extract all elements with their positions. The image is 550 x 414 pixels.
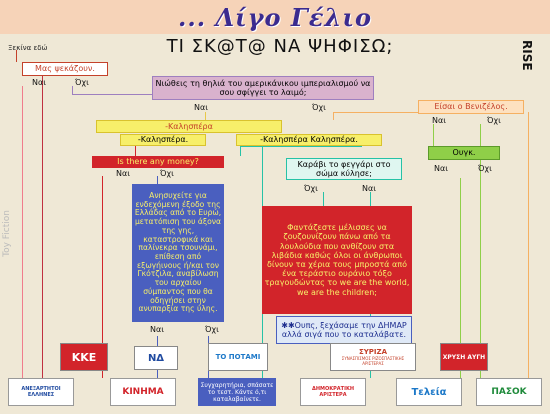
question-box-ugh: Ουγκ. — [428, 146, 500, 160]
question-box-imperialism: Νιώθεις τη θηλιά του αμερικάνικου ιμπερι… — [152, 76, 374, 100]
banner-text: ... Λίγο Γέλιο — [178, 2, 372, 32]
syriza-subtitle: ΣΥΝΑΣΠΙΣΜΟΣ ΡΙΖΟΣΠΑΣΤΙΚΗΣ ΑΡΙΣΤΕΡΑΣ — [341, 356, 405, 366]
watermark: Toy Fiction — [2, 210, 12, 257]
answer-no: Όχι — [487, 116, 501, 125]
answer-yes: Ναι — [32, 78, 46, 87]
answer-no: Όχι — [478, 164, 492, 173]
logo-teleia: Τελεία — [396, 378, 462, 406]
start-label: Ξεκίνα εδώ — [8, 44, 48, 52]
answer-yes: Ναι — [116, 169, 130, 178]
answer-no: Όχι — [75, 78, 89, 87]
logo-syriza: ΣΥΡΙΖΑ ΣΥΝΑΣΠΙΣΜΟΣ ΡΙΖΟΣΠΑΣΤΙΚΗΣ ΑΡΙΣΤΕΡ… — [330, 343, 416, 371]
answer-yes: Ναι — [150, 325, 164, 334]
logo-kinima: ΚΙΝΗΜΑ — [110, 378, 176, 406]
question-box-venizelos: Είσαι ο Βενιζέλος. — [418, 100, 524, 114]
syriza-name: ΣΥΡΙΖΑ — [358, 348, 388, 356]
logo-anel: ΑΝΕΞΑΡΤΗΤΟΙ ΕΛΛΗΝΕΣ — [8, 378, 74, 406]
logo-nd: ΝΔ — [134, 346, 178, 370]
question-box-good-evening: -Καλησπέρα — [96, 120, 282, 133]
logo-kke: KKE — [60, 343, 108, 371]
question-box-money: Is there any money? — [92, 156, 224, 168]
logo-pasok: ΠΑΣΟΚ — [476, 378, 542, 406]
answer-good-evening-twice: -Καλησπέρα Καλησπέρα. — [236, 134, 382, 146]
congrats-box: Συγχαρητήρια, σπάσατε το τεστ. Κάντε ό,τ… — [198, 378, 276, 406]
answer-no: Όχι — [205, 325, 219, 334]
question-box-euro-exit: Ανησυχείτε για ενδεχόμενη έξοδο της Ελλά… — [132, 184, 224, 322]
question-box-spraying: Μας ψεκάζουν. — [22, 62, 108, 76]
logo-golden-dawn: ΧΡΥΣΗ ΑΥΓΗ — [440, 343, 488, 371]
answer-no: Όχι — [160, 169, 174, 178]
logo-potami: ΤΟ ΠΟΤΑΜΙ — [208, 343, 268, 371]
answer-yes: Ναι — [194, 103, 208, 112]
answer-yes: Ναι — [432, 116, 446, 125]
question-box-moon-ship: Καράβι το φεγγάρι στο σώμα κύλησε; — [286, 158, 402, 180]
answer-yes: Ναι — [362, 184, 376, 193]
question-box-bees: Φαντάζεστε μέλισσες να ζουζουνίζουν πάνω… — [262, 206, 412, 314]
answer-good-evening: -Καλησπέρα. — [120, 134, 206, 146]
publisher-logo: RISE — [520, 40, 534, 71]
answer-no: Όχι — [312, 103, 326, 112]
header-banner: ... Λίγο Γέλιο — [0, 0, 550, 34]
answer-no: Όχι — [304, 184, 318, 193]
answer-yes: Ναι — [434, 164, 448, 173]
note-box-dimar: ✱✱Ουπς, ξεχάσαμε την ΔΗΜΑΡ αλλά σιγά που… — [276, 316, 412, 344]
logo-dimar: ΔΗΜΟΚΡΑΤΙΚΗ ΑΡΙΣΤΕΡΑ — [300, 378, 366, 406]
page-title: ΤΙ ΣΚ@Τ@ ΝΑ ΨΗΦΙΣΩ; — [166, 36, 394, 57]
